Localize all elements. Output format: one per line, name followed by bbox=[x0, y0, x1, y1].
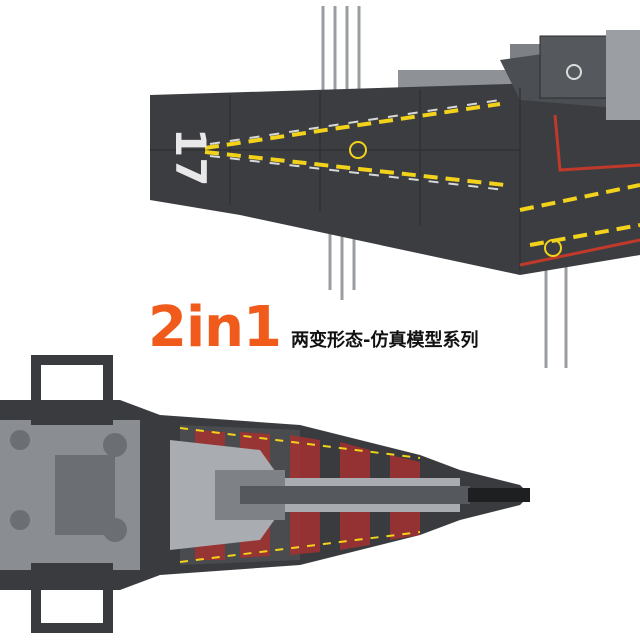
headline: 2in1 两变形态-仿真模型系列 bbox=[148, 300, 478, 356]
headline-subtitle: 两变形态-仿真模型系列 bbox=[291, 330, 479, 351]
hull-number: 17 bbox=[166, 128, 215, 186]
headline-2in1: 2in1 bbox=[148, 295, 282, 360]
